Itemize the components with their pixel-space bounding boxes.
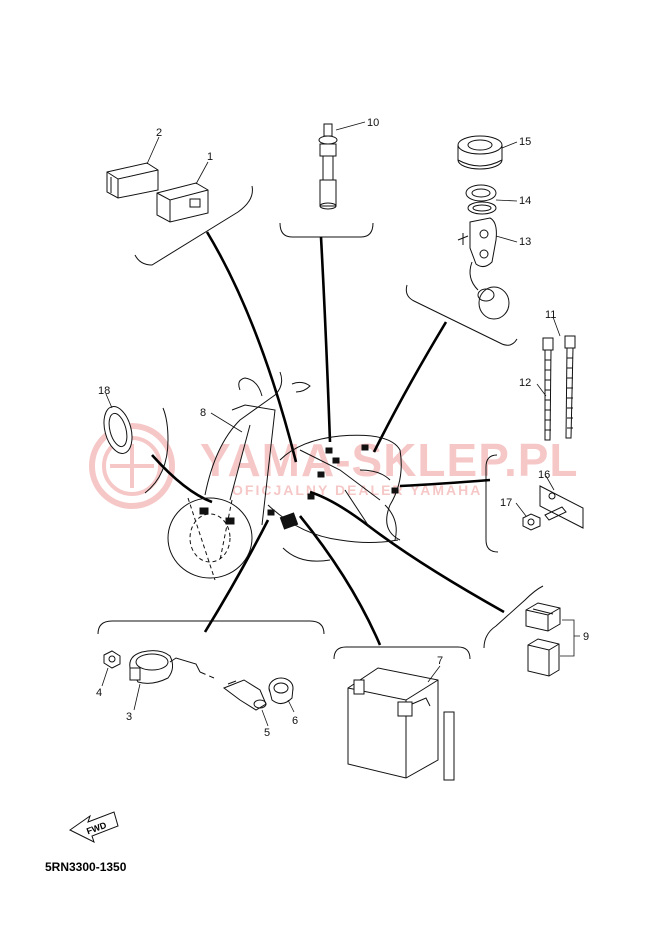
connector-wires <box>151 231 505 646</box>
front-wheel <box>167 497 253 579</box>
part-speed-sensor <box>318 123 338 210</box>
callout-15: 15 <box>519 136 531 148</box>
callout-16: 16 <box>538 469 550 481</box>
callout-6: 6 <box>292 715 298 727</box>
diagram-code: 5RN3300-1350 <box>45 860 127 874</box>
part-fuel-sender <box>457 217 510 320</box>
callout-18: 18 <box>98 385 110 397</box>
frame-battery-relay <box>483 585 544 649</box>
part-relay-unit <box>156 182 209 223</box>
frame-sensor <box>279 222 374 238</box>
callout-11: 11 <box>545 309 556 321</box>
part-cable-bands <box>542 335 576 441</box>
callout-1: 1 <box>207 151 213 163</box>
callout-13: 13 <box>519 236 531 248</box>
callout-17: 17 <box>500 497 512 509</box>
frame-fuel-gauge <box>405 284 518 346</box>
part-starter-relay <box>525 602 561 677</box>
frame-grommet <box>144 407 169 494</box>
scooter-frame <box>167 371 402 581</box>
part-battery <box>347 667 455 781</box>
callout-2: 2 <box>156 127 162 139</box>
part-fuel-cap <box>457 135 503 170</box>
frame-battery <box>333 646 471 660</box>
part-ignition-coil <box>129 650 215 684</box>
callout-7: 7 <box>437 655 443 667</box>
part-plug-cap <box>222 679 267 711</box>
part-terminal-plate <box>539 485 584 529</box>
part-coupler-cover <box>106 162 159 199</box>
callout-12: 12 <box>519 377 531 389</box>
callout-4: 4 <box>96 687 102 699</box>
watermark-title: YAMA-SKLEP.PL <box>200 434 579 486</box>
callout-3: 3 <box>126 711 132 723</box>
callout-9: 9 <box>583 631 589 643</box>
part-o-ring <box>465 184 497 215</box>
part-bolt-small <box>103 650 121 669</box>
callout-8: 8 <box>200 407 206 419</box>
leader-lines <box>101 121 580 727</box>
fwd-arrow <box>69 811 119 843</box>
callout-14: 14 <box>519 195 531 207</box>
callouts: 1 2 3 4 5 6 7 8 9 10 11 12 13 14 15 16 1… <box>96 117 589 739</box>
part-grommet <box>103 406 133 454</box>
part-cap-cover <box>268 677 294 704</box>
frame-relays <box>134 185 253 266</box>
watermark-logo <box>89 423 175 509</box>
callout-10: 10 <box>367 117 379 129</box>
frame-terminal <box>485 454 499 553</box>
part-bolt <box>522 513 541 531</box>
watermark: YAMA-SKLEP.PL OFICJALNY DEALER YAMAHA <box>89 423 579 509</box>
callout-5: 5 <box>264 727 270 739</box>
